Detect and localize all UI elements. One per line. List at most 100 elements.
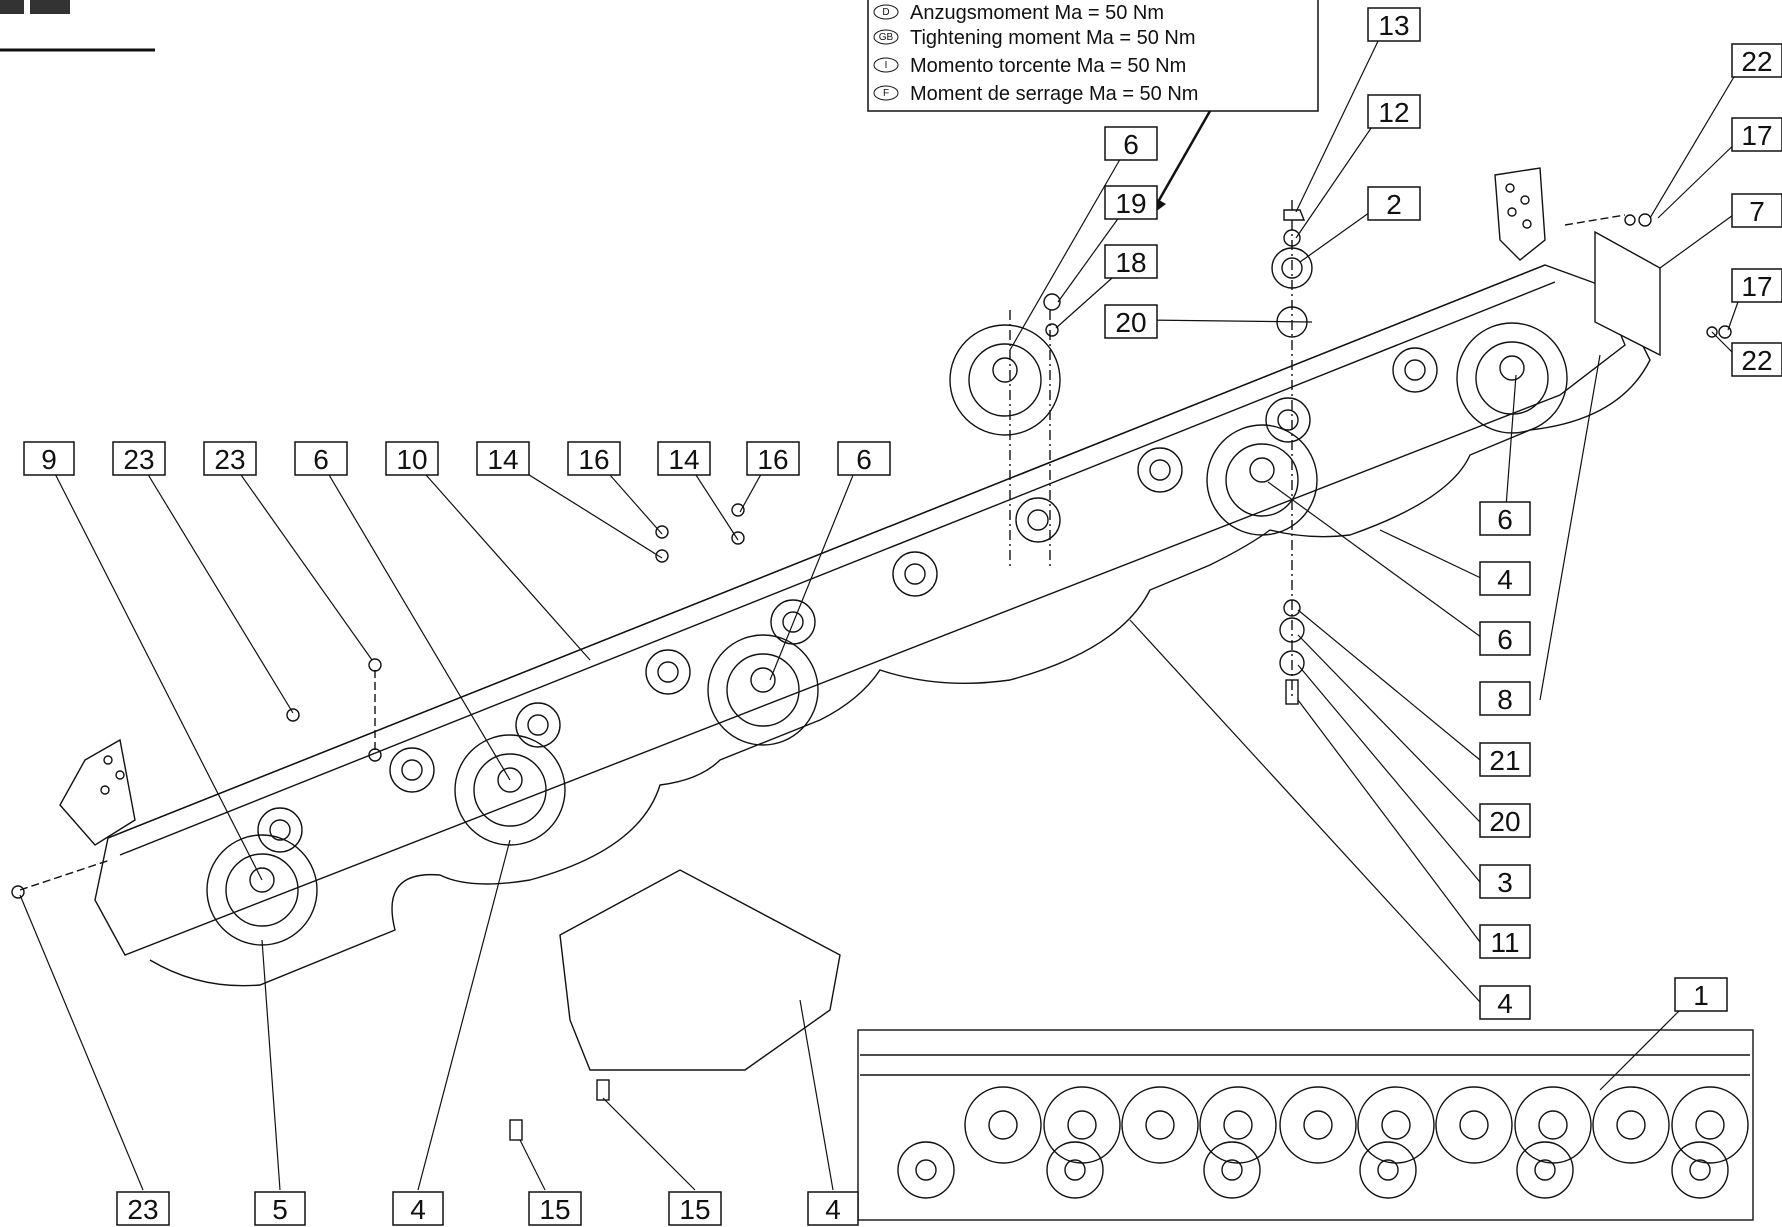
legend-row-f: F Moment de serrage Ma = 50 Nm (873, 83, 1198, 105)
svg-text:9: 9 (41, 444, 57, 475)
cutter-bar-assembly (11, 167, 1732, 1141)
svg-text:23: 23 (127, 1194, 158, 1225)
callout-8: 8 (1479, 681, 1531, 716)
svg-text:2: 2 (1386, 189, 1402, 220)
disc-hub-5 (1206, 424, 1318, 536)
svg-text:14: 14 (668, 444, 699, 475)
callout-23: 23 (112, 441, 166, 476)
legend-code: GB (879, 32, 894, 43)
overview-inset (857, 1029, 1754, 1221)
skid-plate (149, 299, 1651, 987)
callout-17: 17 (1731, 268, 1782, 303)
seal-rings (257, 347, 1438, 853)
legend-code: I (885, 60, 888, 71)
svg-text:17: 17 (1741, 271, 1772, 302)
callout-4: 4 (1479, 561, 1531, 596)
legend-code: F (883, 88, 889, 99)
svg-text:15: 15 (539, 1194, 570, 1225)
callout-17: 17 (1731, 117, 1782, 152)
left-bracket (59, 738, 136, 846)
legend-text: Tightening moment Ma = 50 Nm (910, 27, 1196, 49)
svg-text:4: 4 (825, 1194, 841, 1225)
torque-legend: D Anzugsmoment Ma = 50 Nm GB Tightening … (867, 0, 1319, 216)
disc-hub-4 (949, 324, 1061, 436)
svg-text:16: 16 (757, 444, 788, 475)
callout-16: 16 (567, 441, 621, 476)
legend-row-gb: GB Tightening moment Ma = 50 Nm (873, 27, 1196, 49)
svg-text:6: 6 (1123, 129, 1139, 160)
callout-5: 5 (254, 1191, 306, 1226)
svg-text:23: 23 (214, 444, 245, 475)
callout-16: 16 (746, 441, 800, 476)
callout-6: 6 (294, 441, 348, 476)
svg-text:23: 23 (123, 444, 154, 475)
callout-7: 7 (1731, 193, 1782, 228)
callout-22: 22 (1731, 342, 1782, 377)
svg-text:13: 13 (1378, 10, 1409, 41)
callout-1: 1 (1674, 977, 1728, 1012)
callout-18: 18 (1104, 244, 1158, 279)
svg-text:6: 6 (1497, 624, 1513, 655)
svg-text:16: 16 (578, 444, 609, 475)
legend-text: Anzugsmoment Ma = 50 Nm (910, 2, 1164, 24)
callout-labels: 13 12 2 6 19 18 20 22 17 7 17 22 9 23 23… (23, 7, 1782, 1226)
svg-text:19: 19 (1115, 188, 1146, 219)
svg-text:11: 11 (1490, 927, 1519, 958)
legend-row-i: I Momento torcente Ma = 50 Nm (873, 55, 1186, 77)
callout-11: 11 (1479, 924, 1531, 959)
svg-text:5: 5 (272, 1194, 288, 1225)
callout-13: 13 (1367, 7, 1421, 42)
right-plate (1594, 230, 1661, 357)
callout-23: 23 (203, 441, 257, 476)
svg-text:4: 4 (1497, 988, 1513, 1019)
callout-19: 19 (1104, 185, 1158, 220)
legend-text: Momento torcente Ma = 50 Nm (910, 55, 1186, 77)
callout-15: 15 (528, 1191, 582, 1226)
callout-20: 20 (1104, 304, 1158, 339)
svg-text:6: 6 (1497, 504, 1513, 535)
svg-text:14: 14 (487, 444, 518, 475)
callout-22: 22 (1731, 43, 1782, 78)
svg-text:17: 17 (1741, 120, 1772, 151)
callout-23: 23 (116, 1191, 170, 1226)
svg-text:18: 18 (1115, 247, 1146, 278)
callout-14: 14 (657, 441, 711, 476)
callout-21: 21 (1479, 742, 1531, 777)
callout-6: 6 (1104, 126, 1158, 161)
page-corner-marks (0, 0, 155, 52)
svg-text:12: 12 (1378, 97, 1409, 128)
svg-text:10: 10 (396, 444, 427, 475)
callout-9: 9 (23, 441, 75, 476)
callout-3: 3 (1479, 864, 1531, 899)
svg-text:20: 20 (1489, 806, 1520, 837)
callout-4: 4 (807, 1191, 859, 1226)
svg-text:6: 6 (856, 444, 872, 475)
inset-hubs (897, 1141, 1729, 1199)
front-guard (559, 869, 841, 1071)
callout-6: 6 (1479, 501, 1531, 536)
callout-4: 4 (392, 1191, 444, 1226)
svg-text:21: 21 (1489, 745, 1520, 776)
svg-text:1: 1 (1693, 980, 1709, 1011)
disc-hub-3 (707, 634, 819, 746)
svg-text:4: 4 (410, 1194, 426, 1225)
callout-12: 12 (1367, 94, 1421, 129)
callout-6: 6 (837, 441, 891, 476)
svg-text:6: 6 (313, 444, 329, 475)
callout-10: 10 (385, 441, 439, 476)
callout-4: 4 (1479, 985, 1531, 1020)
svg-text:15: 15 (679, 1194, 710, 1225)
svg-text:22: 22 (1741, 46, 1772, 77)
callout-2: 2 (1367, 186, 1421, 221)
disc-hub-1 (206, 834, 318, 946)
disc-hub-2 (454, 734, 566, 846)
svg-text:8: 8 (1497, 684, 1513, 715)
svg-text:20: 20 (1115, 307, 1146, 338)
legend-text: Moment de serrage Ma = 50 Nm (910, 83, 1198, 105)
svg-text:22: 22 (1741, 345, 1772, 376)
legend-code: D (882, 7, 889, 18)
svg-text:4: 4 (1497, 564, 1513, 595)
legend-row-d: D Anzugsmoment Ma = 50 Nm (873, 2, 1164, 24)
callout-20: 20 (1479, 803, 1531, 838)
